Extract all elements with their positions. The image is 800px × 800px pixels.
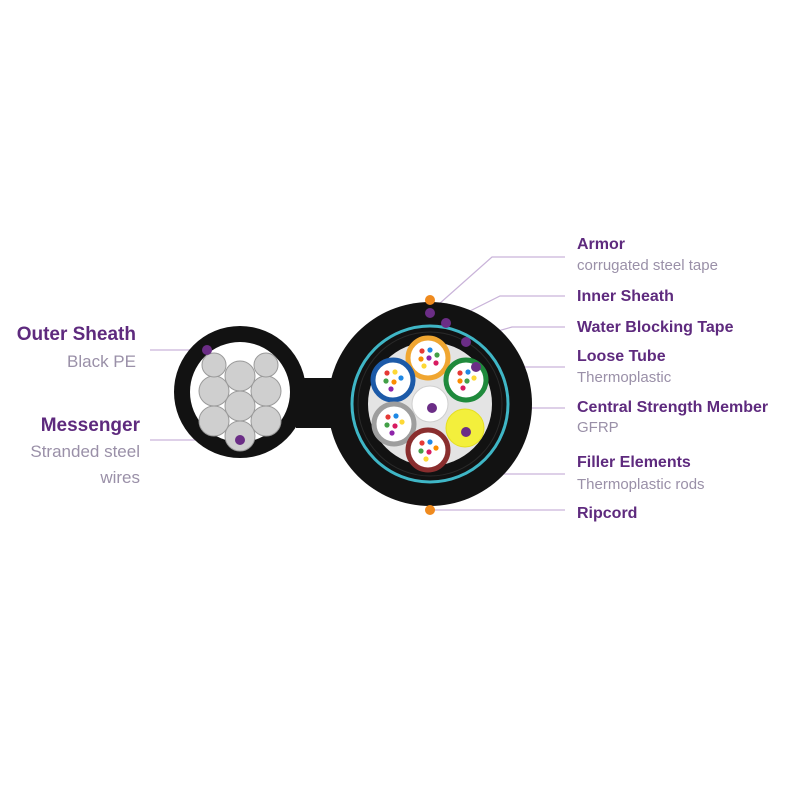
main-cable-section [328,295,532,515]
marker-messenger [235,435,245,445]
fiber [391,379,397,385]
marker-loose-tube [471,362,481,372]
marker-ripcord [425,505,435,515]
steel-wire [201,352,227,378]
marker-inner-sheath [441,318,451,328]
fiber [384,422,390,428]
label-inner-sheath-title: Inner Sheath [577,288,674,305]
water-blocking-tape-ring [350,324,510,484]
steel-wire [198,405,230,437]
fiber [434,352,440,358]
label-armor-sub: corrugated steel tape [577,257,718,274]
fiber [471,375,477,381]
label-filler-elements-sub: Thermoplastic rods [577,476,705,493]
marker-outer-sheath [202,345,212,355]
marker-water-blocking-tape [461,337,471,347]
label-messenger-sub-line2: wires [100,468,140,487]
label-loose-tube-sub: Thermoplastic [577,369,672,386]
label-messenger-sub-line1: Stranded steel [30,442,140,461]
fiber [385,414,391,420]
steel-wire [198,375,230,407]
label-outer-sheath-title: Outer Sheath [16,324,136,345]
fiber [418,356,424,362]
fiber [433,360,439,366]
marker-filler-elements [461,427,471,437]
optical-fibers [383,347,477,462]
label-armor-title: Armor [577,236,626,253]
fiber [427,439,433,445]
label-central-strength-member-title: Central Strength Member [577,399,769,416]
fiber [427,347,433,353]
steel-wire [250,375,282,407]
fiber [457,378,463,384]
fiber [457,370,463,376]
fiber [419,440,425,446]
fiber [392,369,398,375]
fiber [465,369,471,375]
fiber [426,355,432,361]
fiber [460,385,466,391]
marker-central-strength-member [427,403,437,413]
fiber [389,430,395,436]
steel-wires [198,352,282,452]
fiber [418,448,424,454]
fiber [464,378,470,384]
label-loose-tube-title: Loose Tube [577,348,666,365]
messenger-section [174,326,346,458]
fiber [383,378,389,384]
steel-wire [224,360,256,392]
leader-armor [429,256,565,313]
fiber [399,419,405,425]
label-filler-elements-title: Filler Elements [577,454,691,471]
fiber [433,445,439,451]
fiber [398,375,404,381]
label-water-blocking-tape-title: Water Blocking Tape [577,319,734,336]
fiber [388,386,394,392]
fiber [392,423,398,429]
label-messenger-title: Messenger [40,415,140,436]
fiber [384,370,390,376]
steel-wire [250,405,282,437]
label-ripcord-title: Ripcord [577,505,638,522]
fiber [393,413,399,419]
label-outer-sheath-sub: Black PE [67,352,136,371]
steel-wire [224,390,256,422]
marker-armor-layer [425,308,435,318]
fiber [419,348,425,354]
steel-wire [253,352,279,378]
fiber [421,363,427,369]
label-central-strength-member-sub: GFRP [577,419,619,436]
marker-armor [425,295,435,305]
fiber [423,456,429,462]
fiber [426,449,432,455]
